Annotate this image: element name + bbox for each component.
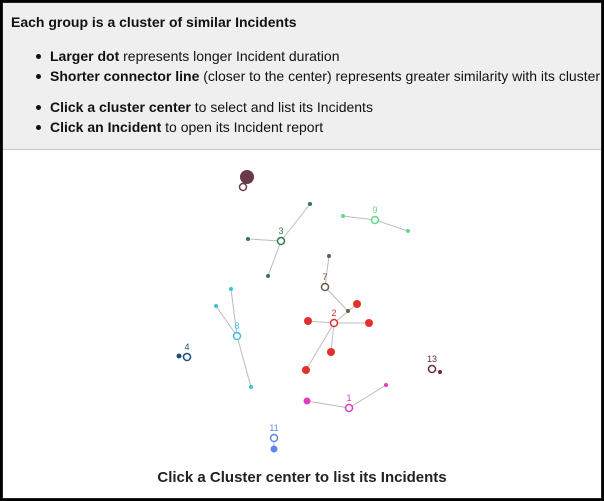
incident-dot[interactable] <box>270 445 278 453</box>
incident-dot[interactable] <box>327 254 331 258</box>
connector-line <box>342 215 376 221</box>
connector-line <box>215 305 238 337</box>
legend-item-dot-size: Larger dot represents longer Incident du… <box>3 46 600 66</box>
cluster-center[interactable] <box>238 182 248 192</box>
info-title: Each group is a cluster of similar Incid… <box>11 14 297 30</box>
connector-line <box>267 240 282 277</box>
connector-line <box>306 400 350 409</box>
cluster-label: 8 <box>234 321 239 331</box>
incident-dot[interactable] <box>353 300 361 308</box>
cluster-center[interactable] <box>182 352 192 362</box>
incident-dot[interactable] <box>384 383 388 387</box>
cluster-center[interactable] <box>329 318 339 328</box>
cluster-center[interactable] <box>320 282 330 292</box>
cluster-center[interactable] <box>344 403 354 413</box>
connector-line <box>324 255 330 288</box>
instruction-text: to open its Incident report <box>161 119 324 135</box>
cluster-label: 2 <box>331 308 336 318</box>
legend-item-connector: Shorter connector line (closer to the ce… <box>3 66 600 86</box>
incident-dot[interactable] <box>249 385 253 389</box>
incident-dot[interactable] <box>176 353 182 359</box>
incident-dot[interactable] <box>327 348 335 356</box>
instruction-cluster-center: Click a cluster center to select and lis… <box>3 97 373 117</box>
connector-line <box>280 203 311 242</box>
cluster-label: 1 <box>346 393 351 403</box>
legend-text: represents longer Incident duration <box>119 48 340 64</box>
connector-lines <box>178 176 441 449</box>
cluster-label: 13 <box>427 354 437 364</box>
instruction-bold: Click a cluster center <box>50 99 191 115</box>
connector-line <box>348 384 387 409</box>
connector-line <box>330 322 335 353</box>
incident-dot[interactable] <box>346 309 350 313</box>
cluster-center[interactable] <box>232 331 242 341</box>
cluster-label: 9 <box>372 205 377 215</box>
connector-line <box>247 238 282 242</box>
incident-dot[interactable] <box>302 366 310 374</box>
incident-dot[interactable] <box>365 319 373 327</box>
connector-line <box>307 320 335 324</box>
cluster-center[interactable] <box>276 236 286 246</box>
connector-line <box>324 286 349 312</box>
legend-text: (closer to the center) represents greate… <box>199 68 601 84</box>
cluster-center[interactable] <box>269 433 279 443</box>
connector-line <box>236 335 252 388</box>
info-box: Each group is a cluster of similar Incid… <box>3 3 601 150</box>
incident-dot[interactable] <box>406 229 410 233</box>
connector-line <box>305 322 335 371</box>
legend-bold: Shorter connector line <box>50 68 200 84</box>
incident-dot[interactable] <box>438 370 442 374</box>
legend-bold: Larger dot <box>50 48 120 64</box>
incident-dot[interactable] <box>229 287 233 291</box>
incident-dot[interactable] <box>308 202 312 206</box>
incident-dot[interactable] <box>303 397 311 405</box>
cluster-center[interactable] <box>427 364 437 374</box>
incident-dot[interactable] <box>304 317 312 325</box>
cluster-label: 11 <box>269 423 278 433</box>
footer-instruction: Click a Cluster center to list its Incid… <box>157 469 447 486</box>
instruction-text: to select and list its Incidents <box>190 99 373 115</box>
cluster-label: 3 <box>278 226 283 236</box>
cluster-label: 7 <box>322 272 327 282</box>
instruction-bold: Click an Incident <box>50 119 162 135</box>
incident-dot[interactable] <box>214 304 218 308</box>
connector-line <box>333 303 358 324</box>
incident-dot[interactable] <box>341 214 345 218</box>
instruction-incident: Click an Incident to open its Incident r… <box>3 117 373 137</box>
cluster-center[interactable] <box>370 215 380 225</box>
connector-line <box>230 288 238 337</box>
instructions-list: Click a cluster center to select and lis… <box>3 97 373 137</box>
incident-dot[interactable] <box>266 274 270 278</box>
incident-dot[interactable] <box>240 170 254 184</box>
cluster-label: 4 <box>184 342 189 352</box>
connector-line <box>374 219 409 232</box>
legend-list: Larger dot represents longer Incident du… <box>3 46 600 86</box>
incident-dot[interactable] <box>246 237 250 241</box>
